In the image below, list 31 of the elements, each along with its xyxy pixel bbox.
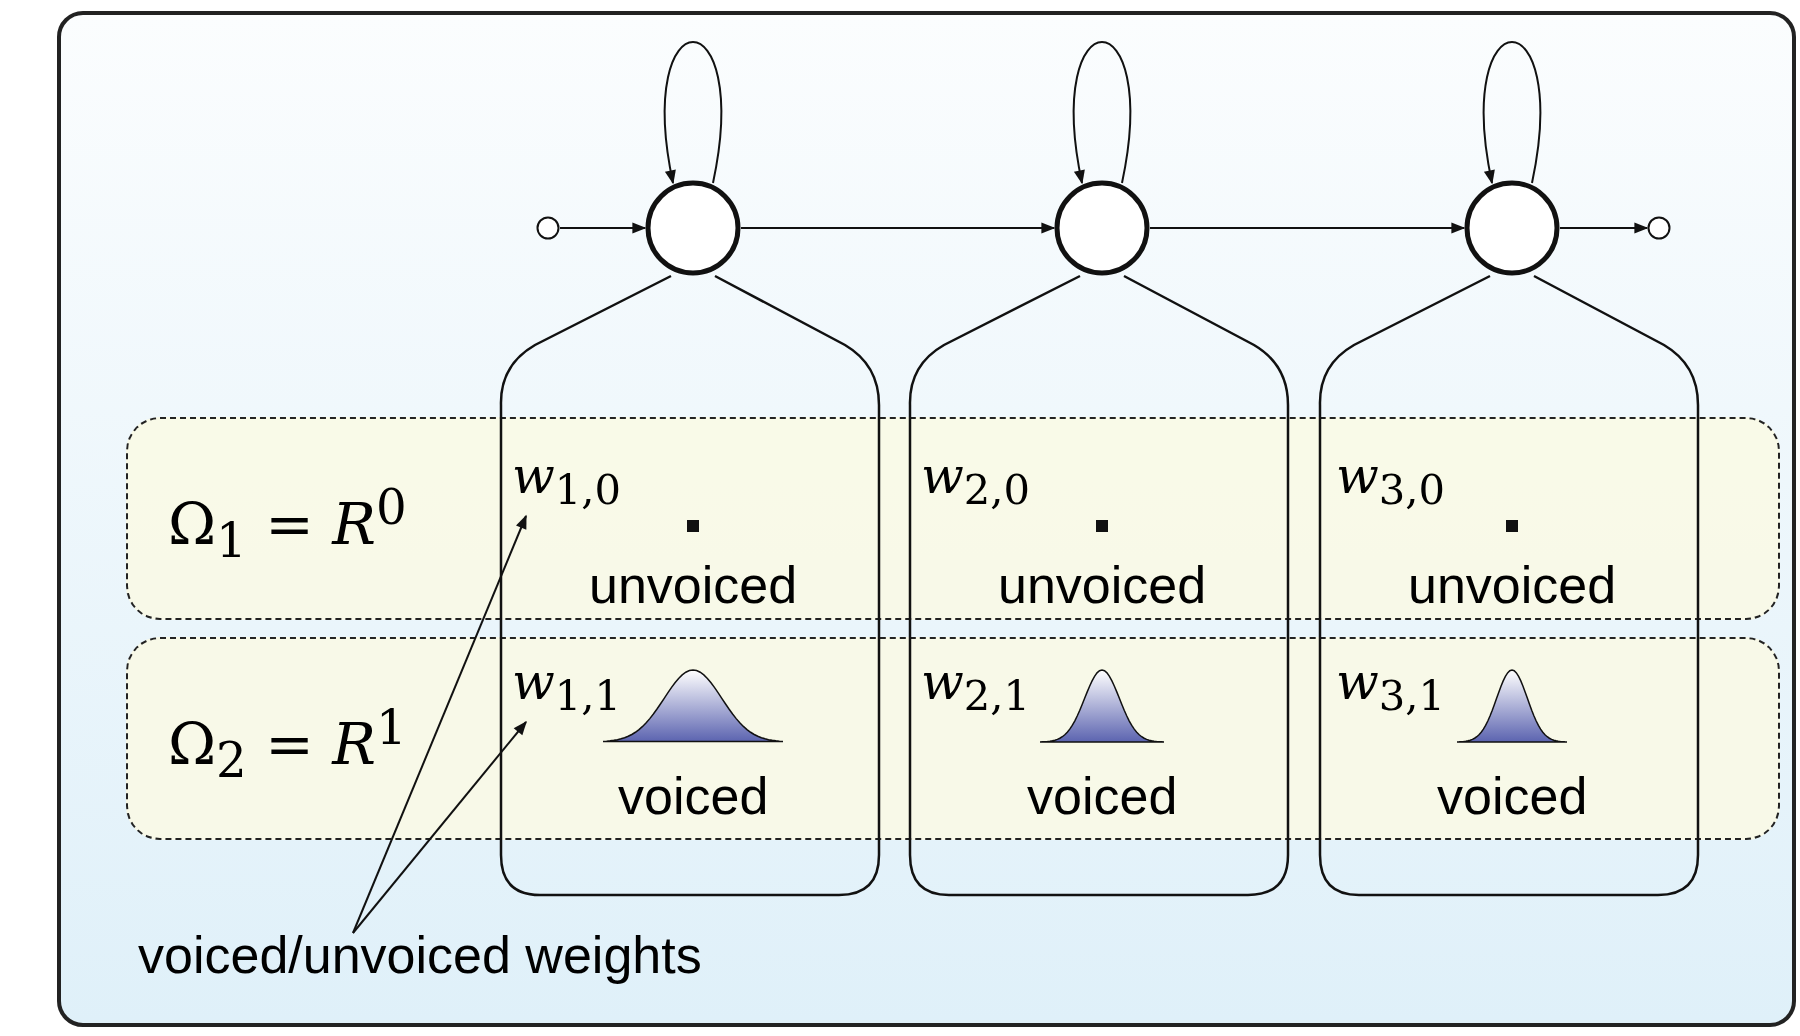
class-label: unvoiced bbox=[998, 555, 1207, 615]
state-circle bbox=[645, 180, 741, 276]
state-circle bbox=[1464, 180, 1560, 276]
end-node-circle bbox=[1647, 216, 1671, 240]
dashed-region bbox=[126, 417, 1780, 620]
space-label: Ω$_{2}$ = R$^{1}$ bbox=[168, 699, 407, 788]
class-label: unvoiced bbox=[1408, 555, 1617, 615]
leader-line bbox=[352, 720, 527, 934]
self-loop-arrow bbox=[1482, 41, 1542, 185]
annotation-text: voiced/unvoiced weights bbox=[138, 925, 702, 985]
weight-label: w$_{2,0}$ bbox=[921, 446, 1031, 520]
weight-label: w$_{3,0}$ bbox=[1336, 446, 1446, 520]
class-label: unvoiced bbox=[589, 555, 798, 615]
space-label: Ω$_{1}$ = R$^{0}$ bbox=[168, 479, 407, 568]
weight-label: w$_{1,1}$ bbox=[512, 652, 622, 726]
transition-arrow bbox=[740, 222, 1056, 234]
weight-label: w$_{1,0}$ bbox=[512, 446, 622, 520]
dashed-region bbox=[126, 637, 1780, 840]
transition-arrow bbox=[1559, 222, 1649, 234]
transition-arrow bbox=[559, 222, 647, 234]
start-node-circle bbox=[536, 216, 560, 240]
leader-line bbox=[352, 514, 527, 934]
weight-label: w$_{2,1}$ bbox=[921, 652, 1031, 726]
class-label: voiced bbox=[1027, 766, 1178, 826]
state-circle bbox=[1054, 180, 1150, 276]
class-label: voiced bbox=[618, 766, 769, 826]
self-loop-arrow bbox=[663, 41, 723, 185]
class-label: voiced bbox=[1437, 766, 1588, 826]
weight-label: w$_{3,1}$ bbox=[1336, 652, 1446, 726]
self-loop-arrow bbox=[1072, 41, 1132, 185]
transition-arrow bbox=[1149, 222, 1466, 234]
